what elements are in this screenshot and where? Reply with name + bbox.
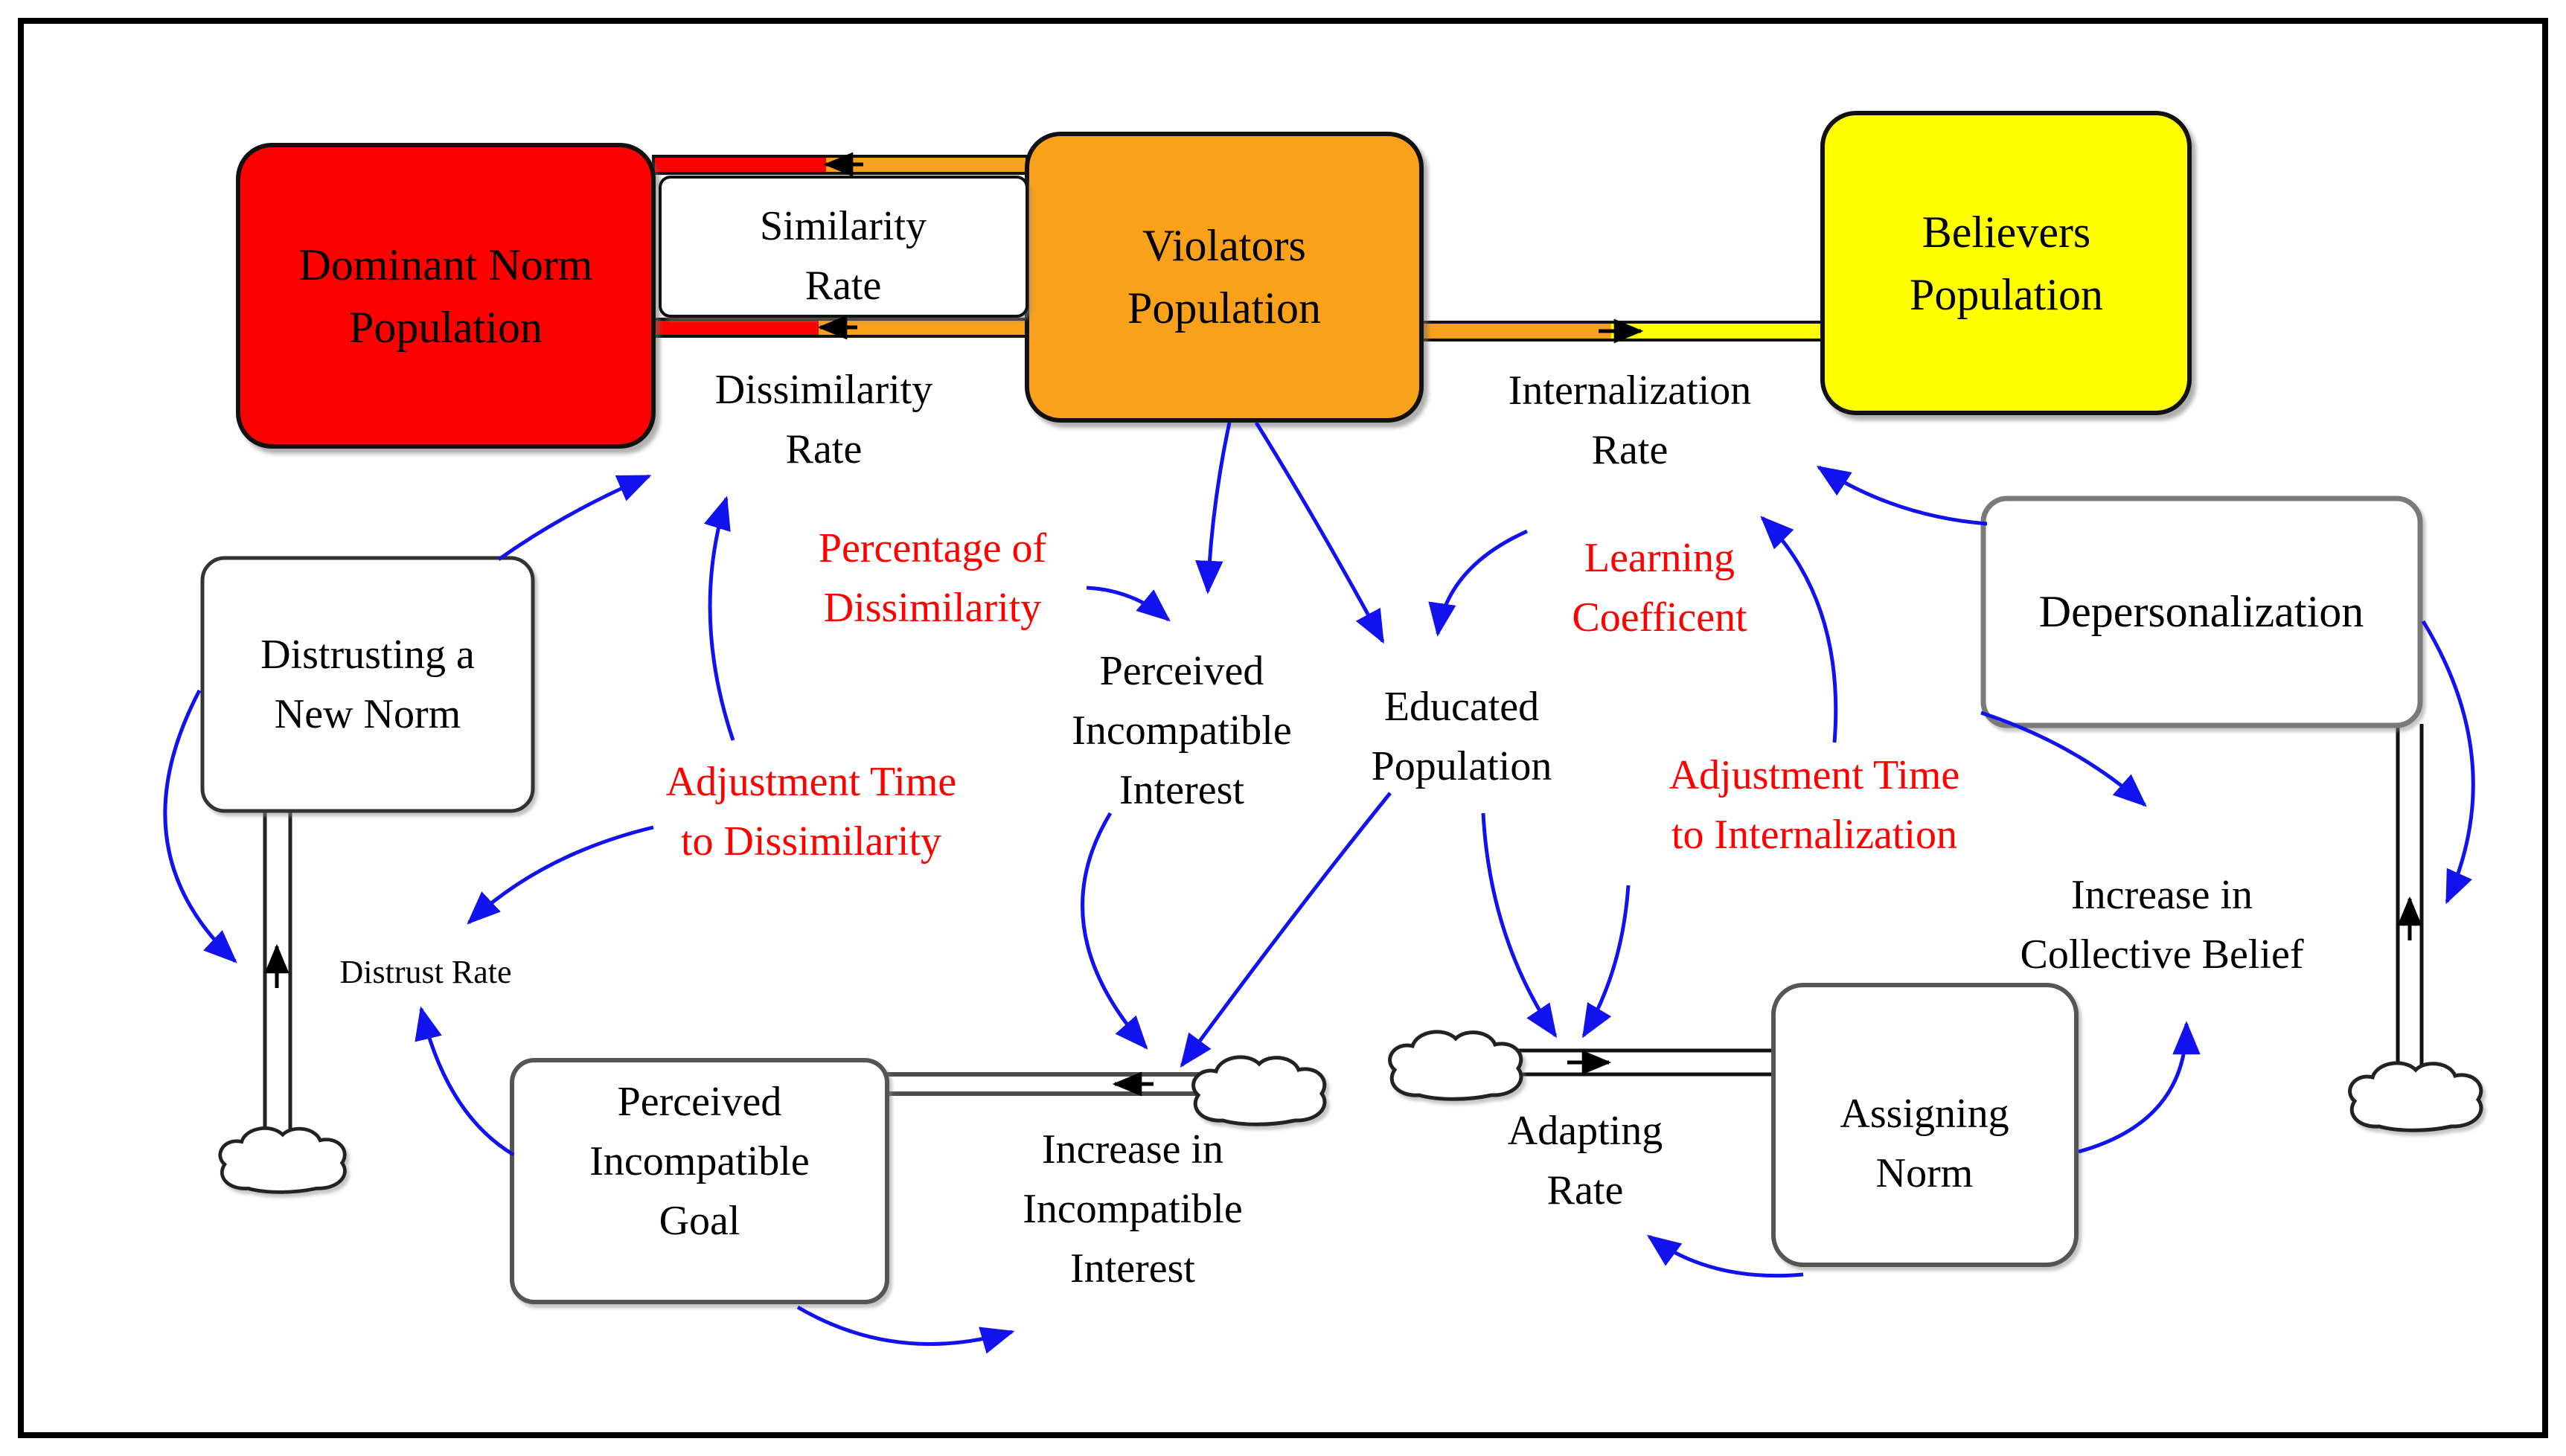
aux-label-assigning-norm: Assigning Norm: [1840, 1084, 2009, 1203]
flow-label-dissimilarity-rate: Dissimilarity Rate: [715, 360, 932, 479]
flow-label-adapting-rate: Adapting Rate: [1508, 1101, 1663, 1220]
influence-arrow-depersonalization-to-internalization-rate: [1816, 465, 1988, 526]
label-line: Adjustment Time: [665, 759, 957, 805]
label-line: Assigning: [1840, 1091, 2009, 1137]
influence-arrow-violators-to-educated: [1254, 421, 1385, 644]
influence-arrow-depersonalization-to-collective-belief: [1980, 711, 2147, 807]
stock-label-believers-population: Believers Population: [1910, 201, 2103, 326]
param-label-adjustment-time-to-internalization: Adjustment Time to Internalization: [1669, 745, 1960, 865]
label-line: Population: [1371, 743, 1552, 789]
label-line: Learning: [1584, 535, 1735, 581]
label-line: Increase in: [1041, 1126, 1224, 1173]
label-line: Perceived: [1099, 648, 1264, 694]
influence-arrow-percentage-to-perceived-interest: [1086, 586, 1171, 622]
flow-pipe-collective-belief: [2396, 724, 2424, 1071]
cloud-icon: [220, 1128, 345, 1192]
label-line: Population: [348, 303, 543, 352]
influence-arrow-educated-to-adapting-rate: [1481, 812, 1558, 1039]
influence-arrow-adjtime-internal-to-internalization-rate: [1760, 516, 1838, 743]
flow-label-increase-collective-belief: Increase in Collective Belief: [2021, 865, 2304, 984]
influence-arrow-adjtime-dissim-to-distrust-rate: [467, 825, 654, 925]
influence-arrows: [163, 421, 2475, 1354]
param-label-percentage-of-dissimilarity: Percentage of Dissimilarity: [819, 519, 1046, 638]
label-line: Interest: [1119, 767, 1244, 813]
influence-arrow-adjtime-dissim-to-dissimilarity-rate: [703, 496, 735, 741]
influence-arrow-goal-to-increase-incompatible: [796, 1305, 1015, 1354]
param-label-learning-coefficent: Learning Coefficent: [1572, 528, 1747, 647]
label-line: Collective Belief: [2020, 931, 2304, 978]
aux-box-assigning-norm: [1771, 983, 2079, 1267]
influence-arrow-depersonalization-to-belief-valve: [2421, 620, 2475, 905]
flow-label-increase-incompatible-interest: Increase in Incompatible Interest: [1023, 1120, 1242, 1298]
influence-arrow-distrusting-to-distrust-rate: [163, 689, 237, 963]
label-line: Coefficent: [1572, 594, 1747, 641]
label-line: Dissimilarity: [714, 367, 933, 413]
aux-box-distrusting-a-new-norm: [200, 556, 535, 813]
flow-label-internalization-rate: Internalization Rate: [1508, 361, 1752, 480]
influence-arrow-distrusting-to-dissimilarity-rate: [497, 474, 652, 562]
label-line: Dissimilarity: [823, 585, 1042, 631]
aux-label-distrusting-a-new-norm: Distrusting a New Norm: [260, 625, 475, 744]
influence-arrow-adjtime-internal-to-adapting-rate: [1581, 885, 1631, 1039]
stock-believers-population: [1820, 111, 2192, 415]
flow-direction-arrows: [264, 152, 2422, 1097]
label-line: to Internalization: [1671, 812, 1958, 858]
cloud-icon: [1390, 1032, 1521, 1099]
label-line: Educated: [1383, 684, 1540, 730]
influence-arrow-assigning-to-adapting-rate: [1646, 1234, 1804, 1278]
label-line: Internalization: [1508, 368, 1752, 414]
var-label-perceived-incompatible-interest: Perceived Incompatible Interest: [1072, 641, 1291, 820]
aux-box-depersonalization: [1980, 496, 2423, 728]
label-line: Rate: [804, 263, 882, 309]
label-line: Population: [1127, 283, 1322, 333]
label-line: Adjustment Time: [1668, 752, 1960, 798]
var-label-educated-population: Educated Population: [1372, 677, 1552, 796]
label-line: Distrusting a: [260, 632, 475, 678]
label-line: Incompatible: [1023, 1186, 1243, 1232]
label-line: New Norm: [274, 691, 461, 737]
label-line: Depersonalization: [2038, 587, 2364, 636]
label-line: Interest: [1070, 1245, 1195, 1292]
flow-label-similarity-rate: Similarity Rate: [760, 196, 927, 315]
label-line: Perceived: [617, 1079, 782, 1125]
label-line: Increase in: [2070, 872, 2253, 918]
param-label-adjustment-time-to-dissimilarity: Adjustment Time to Dissimilarity: [666, 752, 957, 871]
label-line: Incompatible: [589, 1138, 810, 1184]
label-line: Violators: [1142, 221, 1306, 270]
influence-arrow-learning-to-educated: [1428, 529, 1529, 637]
aux-box-perceived-incompatible-goal: [510, 1058, 889, 1304]
label-line: Dominant Norm: [298, 240, 593, 289]
label-line: Percentage of: [818, 525, 1047, 571]
aux-label-depersonalization: Depersonalization: [2039, 582, 2364, 641]
influence-arrow-violators-to-perceived-interest: [1195, 422, 1232, 594]
label-line: Rate: [1546, 1167, 1624, 1213]
label-line: Similarity: [760, 203, 927, 249]
label-line: Incompatible: [1072, 708, 1292, 754]
flow-pipe-adapting: [1511, 1048, 1773, 1077]
influence-arrow-educated-to-increase-incompatible: [1180, 792, 1392, 1068]
influence-arrow-assigning-to-collective-belief: [2078, 1021, 2201, 1154]
label-line: Rate: [785, 426, 863, 472]
stock-label-violators-population: Violators Population: [1127, 214, 1321, 339]
aux-label-perceived-incompatible-goal: Perceived Incompatible Goal: [589, 1072, 809, 1251]
label-line: Population: [1909, 270, 2104, 319]
cloud-icon: [2350, 1063, 2481, 1130]
label-line: Goal: [659, 1198, 740, 1244]
flow-label-distrust-rate: Distrust Rate: [340, 952, 512, 993]
label-line: Rate: [1591, 427, 1668, 473]
influence-arrow-goal-to-distrust-rate: [415, 1006, 515, 1157]
label-line: Norm: [1875, 1150, 1974, 1196]
label-line: Distrust Rate: [339, 954, 512, 990]
stock-dominant-norm-population: [236, 143, 656, 449]
influence-arrow-interest-to-increase-incompatible: [1081, 812, 1148, 1050]
label-line: to Dissimilarity: [681, 818, 941, 865]
flow-pipe-increase-incompatible: [887, 1072, 1226, 1096]
diagram-frame: [18, 18, 2548, 1438]
stock-label-dominant-norm-population: Dominant Norm Population: [299, 234, 593, 359]
cloud-icon: [1194, 1057, 1325, 1124]
label-line: Believers: [1922, 208, 2091, 257]
label-line: Adapting: [1507, 1108, 1663, 1154]
